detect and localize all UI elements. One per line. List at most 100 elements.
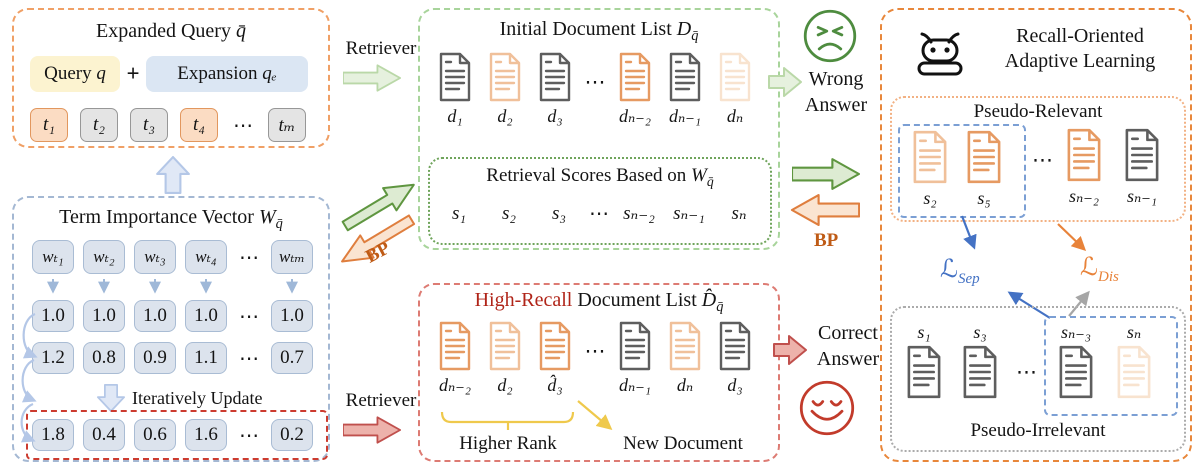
plus-sign: +: [126, 61, 140, 86]
retriever-bottom-arrow-icon: [343, 416, 401, 444]
document-icon: [958, 345, 1002, 399]
value-chip: 1.0: [32, 300, 74, 332]
document-label: d₁: [447, 106, 463, 126]
retriever-top-label: Retriever: [345, 38, 417, 59]
document-item: dₙ: [712, 52, 758, 127]
ellipsis: ⋯: [239, 347, 259, 370]
document-label: sₙ: [1126, 322, 1142, 342]
score-value: sₙ: [731, 203, 747, 224]
document-icon: [615, 321, 655, 371]
separation-group-box: s₂ s₅: [898, 124, 1026, 218]
document-label: d̂₃: [547, 375, 563, 395]
pseudo-irrelevant-title: Pseudo-Irrelevant: [970, 420, 1106, 441]
down-arrow-icon: [97, 384, 125, 412]
robot-icon: [917, 32, 963, 76]
forward-arrow-icon: [792, 158, 860, 190]
smiley-face-icon: [799, 380, 855, 436]
document-icon: [1120, 128, 1164, 182]
document-item: s₁: [902, 322, 946, 399]
sad-face-icon: [803, 9, 857, 63]
document-icon: [435, 52, 475, 102]
document-label: d₂: [497, 106, 513, 126]
retriever-top-arrow-icon: [343, 64, 401, 92]
score-value: s₃: [552, 202, 566, 224]
document-item: d₁: [432, 52, 478, 127]
document-item: s₂: [908, 130, 952, 209]
bp-left-arrows-icon: [341, 183, 416, 263]
document-label: s₅: [977, 188, 991, 208]
weight-row: wₜ₁ wₜ₂ wₜ₃ wₜ₄ ⋯ wₜₘ: [32, 240, 313, 274]
score-row: s₁ s₂ s₃ ⋯ sₙ₋₂ sₙ₋₁ sₙ: [436, 201, 762, 226]
separation-group-box: sₙ₋₃ sₙ: [1044, 316, 1178, 416]
value-chip: 1.8: [32, 419, 74, 451]
document-label: d₃: [727, 375, 743, 395]
pseudo-irrelevant-box: s₁ s₃ ⋯ sₙ₋₃ sₙ Pseudo-Irrelevant: [890, 306, 1186, 452]
document-item: sₙ: [1112, 322, 1156, 399]
new-document-label: New Document: [623, 433, 743, 454]
document-label: s₁: [917, 322, 931, 342]
document-label: dₙ₋₂: [618, 106, 652, 126]
value-chip: 0.8: [83, 342, 125, 374]
ellipsis: ⋯: [584, 70, 606, 94]
token-chip: t₃: [130, 108, 168, 142]
document-icon: [902, 345, 946, 399]
token-chip: t₁: [30, 108, 68, 142]
document-icon: [485, 321, 525, 371]
ellipsis: ⋯: [239, 246, 259, 269]
ellipsis: ⋯: [239, 424, 259, 447]
initial-document-list-panel: Initial Document List Dq̄ d₁ d₂ d₃ ⋯ dₙ₋…: [418, 8, 780, 250]
document-item: sₙ₋₂: [1062, 128, 1106, 207]
document-item: dₙ₋₂: [432, 321, 478, 396]
expanded-query-panel: Expanded Query q̄ Query q + Expansion qₑ…: [12, 8, 330, 148]
value-row-1: 1.0 1.0 1.0 1.0 ⋯ 1.0: [32, 300, 313, 332]
bp-right-arrow-icon: [790, 194, 860, 226]
retrieval-scores-title: Retrieval Scores Based on Wq̄: [486, 165, 714, 189]
document-item: dₙ: [662, 321, 708, 396]
document-item: d₂: [482, 52, 528, 127]
separation-loss-label: ℒSep: [940, 256, 980, 287]
document-item: d₃: [712, 321, 758, 396]
document-label: sₙ₋₃: [1060, 322, 1092, 342]
document-icon: [1062, 128, 1106, 182]
score-value: sₙ₋₁: [673, 203, 705, 224]
up-arrow-icon: [156, 156, 190, 194]
document-item: d̂₃: [532, 321, 578, 396]
document-label: sₙ₋₂: [1068, 186, 1100, 206]
value-chip: 1.0: [185, 300, 227, 332]
document-item: dₙ₋₁: [612, 321, 658, 396]
group-docs: s₂ s₅: [900, 126, 1024, 213]
document-icon: [715, 321, 755, 371]
document-item: dₙ₋₂: [612, 52, 658, 127]
distillation-loss-label: ℒDis: [1080, 254, 1119, 285]
pseudo-relevant-box: Pseudo-Relevant s₂ s₅ ⋯ sₙ₋₂ sₙ₋₁: [890, 96, 1186, 222]
higher-rank-label: Higher Rank: [459, 433, 557, 454]
initial-list-title: Initial Document List Dq̄: [499, 18, 699, 44]
token-chip: tₘ: [268, 108, 306, 142]
weight-chip: wₜ₁: [32, 240, 74, 274]
document-icon: [435, 321, 475, 371]
document-item: d₂: [482, 321, 528, 396]
score-value: s₁: [452, 202, 466, 224]
query-expansion-row: Query q + Expansion qₑ: [30, 56, 308, 92]
query-chip: Query q: [30, 56, 120, 92]
document-label: s₃: [973, 322, 987, 342]
weight-to-value-arrows: [47, 279, 298, 294]
document-item: s₅: [962, 130, 1006, 209]
document-item: sₙ₋₁: [1120, 128, 1164, 207]
value-chip: 0.4: [83, 419, 125, 451]
token-row: t₁ t₂ t₃ t₄ ⋯ tₘ: [30, 108, 306, 142]
retriever-bottom-label: Retriever: [345, 390, 417, 411]
document-icon: [535, 321, 575, 371]
high-recall-document-row: dₙ₋₂ d₂ d̂₃ ⋯ dₙ₋₁ dₙ d₃: [432, 321, 758, 396]
pseudo-relevant-title: Pseudo-Relevant: [973, 101, 1103, 122]
value-chip: 1.1: [185, 342, 227, 374]
weight-chip: wₜ₃: [134, 240, 176, 274]
document-label: d₂: [497, 375, 513, 395]
score-value: s₂: [502, 202, 516, 224]
value-row-3: 1.8 0.4 0.6 1.6 ⋯ 0.2: [32, 419, 313, 451]
value-chip: 1.0: [134, 300, 176, 332]
